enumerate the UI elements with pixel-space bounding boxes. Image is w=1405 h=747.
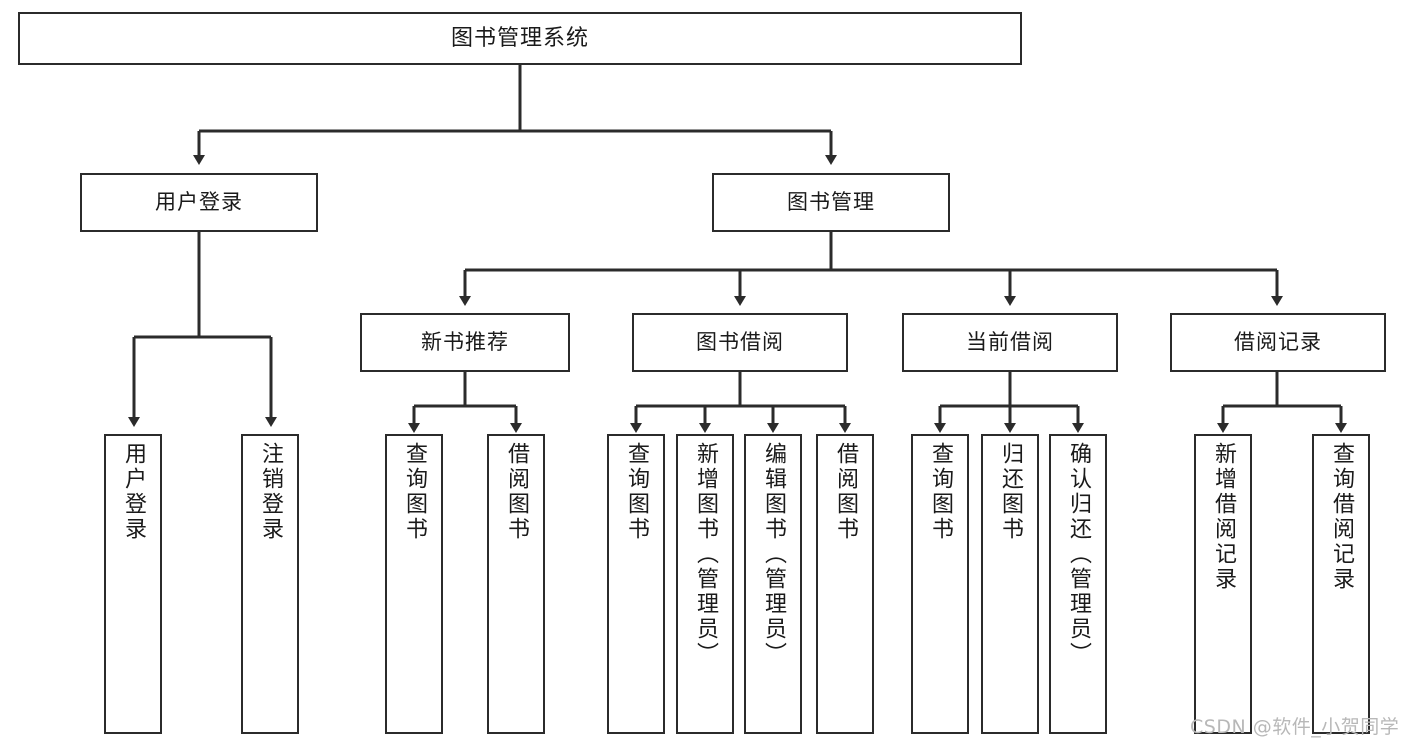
node-leaf-logout-login-label: 注销登录	[258, 442, 283, 542]
node-leaf-borrow-book-2[interactable]: 借阅图书	[816, 434, 874, 734]
node-book-borrow[interactable]: 图书借阅	[632, 313, 848, 372]
node-current-borrow[interactable]: 当前借阅	[902, 313, 1118, 372]
node-root[interactable]: 图书管理系统	[18, 12, 1022, 65]
node-leaf-borrow-book-2-label: 借阅图书	[833, 442, 858, 542]
node-leaf-query-book-1[interactable]: 查询图书	[385, 434, 443, 734]
node-book-management-label: 图书管理	[787, 190, 875, 215]
node-leaf-edit-book[interactable]: 编辑图书（管理员）	[744, 434, 802, 734]
node-leaf-query-book-3-label: 查询图书	[928, 442, 953, 542]
node-leaf-add-book[interactable]: 新增图书（管理员）	[676, 434, 734, 734]
node-leaf-user-login-label: 用户登录	[121, 442, 146, 542]
node-leaf-user-login[interactable]: 用户登录	[104, 434, 162, 734]
node-leaf-return-book[interactable]: 归还图书	[981, 434, 1039, 734]
node-leaf-logout-login[interactable]: 注销登录	[241, 434, 299, 734]
node-new-book-recommend[interactable]: 新书推荐	[360, 313, 570, 372]
node-leaf-query-book-1-label: 查询图书	[402, 442, 427, 542]
node-current-borrow-label: 当前借阅	[966, 330, 1054, 355]
node-leaf-edit-book-label: 编辑图书（管理员）	[761, 442, 786, 667]
node-borrow-record[interactable]: 借阅记录	[1170, 313, 1386, 372]
node-book-management[interactable]: 图书管理	[712, 173, 950, 232]
node-leaf-borrow-book-1-label: 借阅图书	[504, 442, 529, 542]
node-leaf-query-book-2[interactable]: 查询图书	[607, 434, 665, 734]
node-leaf-query-book-3[interactable]: 查询图书	[911, 434, 969, 734]
node-leaf-add-book-label: 新增图书（管理员）	[693, 442, 718, 667]
node-leaf-query-book-2-label: 查询图书	[624, 442, 649, 542]
node-leaf-confirm-return[interactable]: 确认归还（管理员）	[1049, 434, 1107, 734]
node-leaf-query-record-label: 查询借阅记录	[1329, 442, 1354, 592]
watermark-text: CSDN @软件_小贺同学	[1190, 716, 1400, 738]
node-new-book-recommend-label: 新书推荐	[421, 330, 509, 355]
node-leaf-add-record-label: 新增借阅记录	[1211, 442, 1236, 592]
node-user-login[interactable]: 用户登录	[80, 173, 318, 232]
node-book-borrow-label: 图书借阅	[696, 330, 784, 355]
node-leaf-confirm-return-label: 确认归还（管理员）	[1066, 442, 1091, 667]
node-root-label: 图书管理系统	[450, 25, 589, 51]
node-leaf-add-record[interactable]: 新增借阅记录	[1194, 434, 1252, 734]
node-leaf-borrow-book-1[interactable]: 借阅图书	[487, 434, 545, 734]
node-leaf-return-book-label: 归还图书	[998, 442, 1023, 542]
node-user-login-label: 用户登录	[155, 190, 243, 215]
node-borrow-record-label: 借阅记录	[1234, 330, 1322, 355]
node-leaf-query-record[interactable]: 查询借阅记录	[1312, 434, 1370, 734]
